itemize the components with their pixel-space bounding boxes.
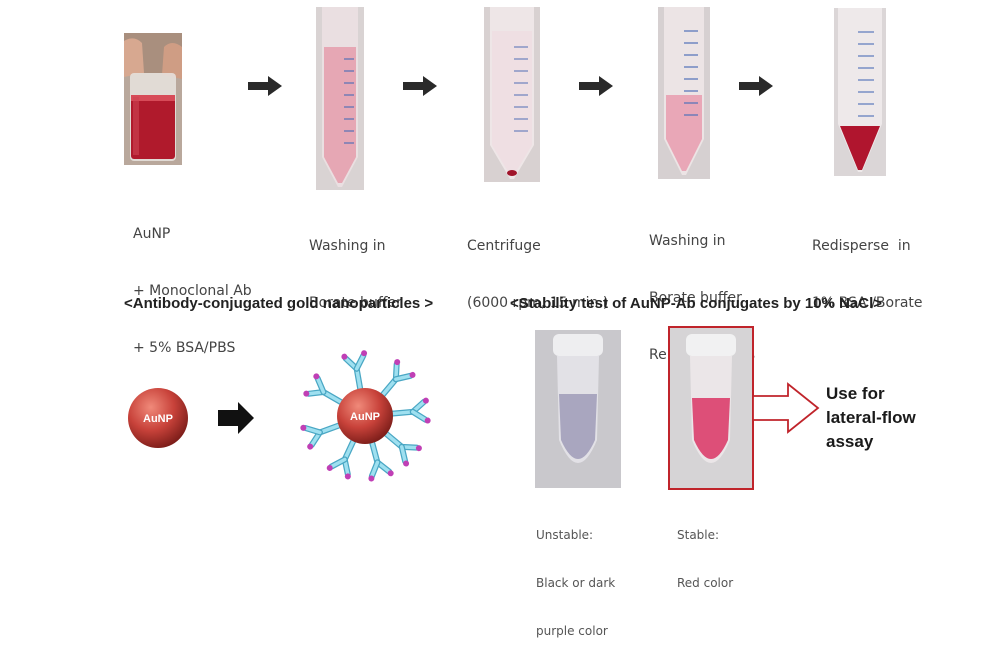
- unstable-line-3: purple color: [536, 624, 608, 638]
- stable-caption: Stable: Red color: [677, 495, 733, 607]
- vial-photo: [124, 33, 182, 165]
- conjugated-nanoparticle: AuNP: [299, 350, 430, 482]
- stability-heading: <Stability test of AuNP-Ab conjugates by…: [510, 295, 883, 312]
- step-3-line-1: Centrifuge: [467, 238, 541, 254]
- stable-line-1: Stable:: [677, 528, 720, 542]
- step-arrow-1: [248, 76, 282, 96]
- use-for-line-2: lateral-flow: [826, 408, 916, 427]
- unstable-caption: Unstable: Black or dark purple color: [536, 495, 615, 655]
- use-for-line-1: Use for: [826, 384, 885, 403]
- bare-nanoparticle: AuNP: [128, 388, 188, 448]
- conjugation-illustration: AuNP AuNP: [128, 338, 460, 488]
- step-arrow-4: [739, 76, 773, 96]
- stable-line-2: Red color: [677, 576, 734, 590]
- step-caption-1: AuNP + Monoclonal Ab + 5% BSA/PBS: [133, 187, 252, 377]
- step-1-line-2: + Monoclonal Ab: [133, 283, 252, 299]
- tube-redisperse-photo: [834, 8, 886, 176]
- step-4-line-2: Borate buffer: [649, 290, 742, 306]
- step-4-line-1: Washing in: [649, 233, 726, 249]
- step-caption-3: Centrifuge (6000 rpm, 15 min.): [467, 199, 608, 332]
- tube-centrifuge-photo: [484, 7, 540, 182]
- step-2-line-1: Washing in: [309, 238, 386, 254]
- conjugation-arrow-icon: [218, 402, 254, 434]
- bare-np-label: AuNP: [143, 413, 173, 425]
- conjugation-heading: <Antibody-conjugated gold nanoparticles …: [124, 295, 434, 312]
- step-arrow-3: [579, 76, 613, 96]
- conjugated-np-label: AuNP: [350, 411, 380, 423]
- unstable-tube-photo: [535, 330, 621, 488]
- use-for-line-3: assay: [826, 432, 874, 451]
- stable-tube-photo: [668, 326, 754, 490]
- step-1-line-1: AuNP: [133, 226, 171, 242]
- step-5-line-1: Redisperse in: [812, 238, 911, 254]
- step-arrow-2: [403, 76, 437, 96]
- use-arrow-icon: [752, 382, 820, 434]
- step-1-line-3: + 5% BSA/PBS: [133, 340, 236, 356]
- unstable-line-1: Unstable:: [536, 528, 594, 542]
- step-caption-5: Redisperse in 1% BSA /Borate: [812, 199, 923, 332]
- tube-washing-photo: [316, 7, 364, 190]
- tube-repeat-photo: [658, 7, 710, 179]
- use-for-label: Use for lateral-flow assay: [826, 382, 916, 454]
- step-3-line-2: (6000 rpm, 15 min.): [467, 295, 609, 311]
- step-5-line-2: 1% BSA /Borate: [812, 295, 923, 311]
- step-2-line-2: Borate buffer: [309, 295, 402, 311]
- unstable-line-2: Black or dark: [536, 576, 616, 590]
- step-caption-2: Washing in Borate buffer: [309, 199, 402, 332]
